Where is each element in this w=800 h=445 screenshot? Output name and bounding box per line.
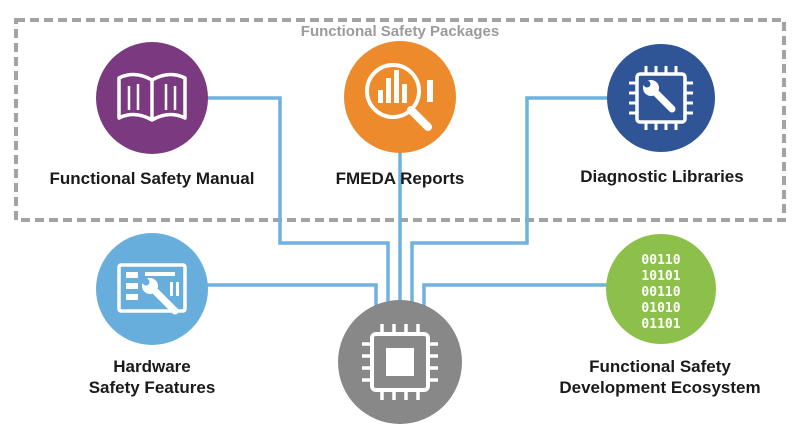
binary-line: 00110 [641,253,680,268]
binary-line: 00110 [641,285,680,300]
node-hardware-safety-features [96,233,208,345]
binary-line: 10101 [641,269,680,284]
connector-ecosystem [422,283,608,314]
magnifier-chart-icon [365,63,433,131]
label-line: Development Ecosystem [559,378,761,397]
node-fmeda-reports [344,41,456,153]
label-development-ecosystem: Functional Safety Development Ecosystem [540,356,780,398]
label-functional-safety-manual: Functional Safety Manual [49,169,255,188]
label-diagnostic-libraries: Diagnostic Libraries [580,167,744,186]
binary-line: 01010 [641,301,680,316]
node-functional-safety-manual [96,42,208,154]
board-wrench-icon [117,263,187,315]
chip-wrench-icon [629,66,693,130]
node-development-ecosystem: 00110 10101 00110 01010 01101 [606,234,716,344]
package-group-title: Functional Safety Packages [300,23,500,40]
binary-document-icon: 00110 10101 00110 01010 01101 [641,253,680,332]
label-line: Hardware [113,357,191,376]
chip-icon [362,324,438,400]
connector-manual [205,96,390,306]
book-icon [117,72,187,122]
node-diagnostic-libraries [607,44,715,152]
label-hardware-safety-features: Hardware Safety Features [52,356,252,398]
label-line: Safety Features [88,378,216,397]
node-central-chip [338,300,462,424]
label-fmeda-reports: FMEDA Reports [335,169,465,188]
connector-diagnostic [410,96,610,306]
connectors [200,96,610,314]
binary-line: 01101 [641,317,680,332]
connector-hardware [200,283,378,314]
label-line: Functional Safety [589,357,731,376]
